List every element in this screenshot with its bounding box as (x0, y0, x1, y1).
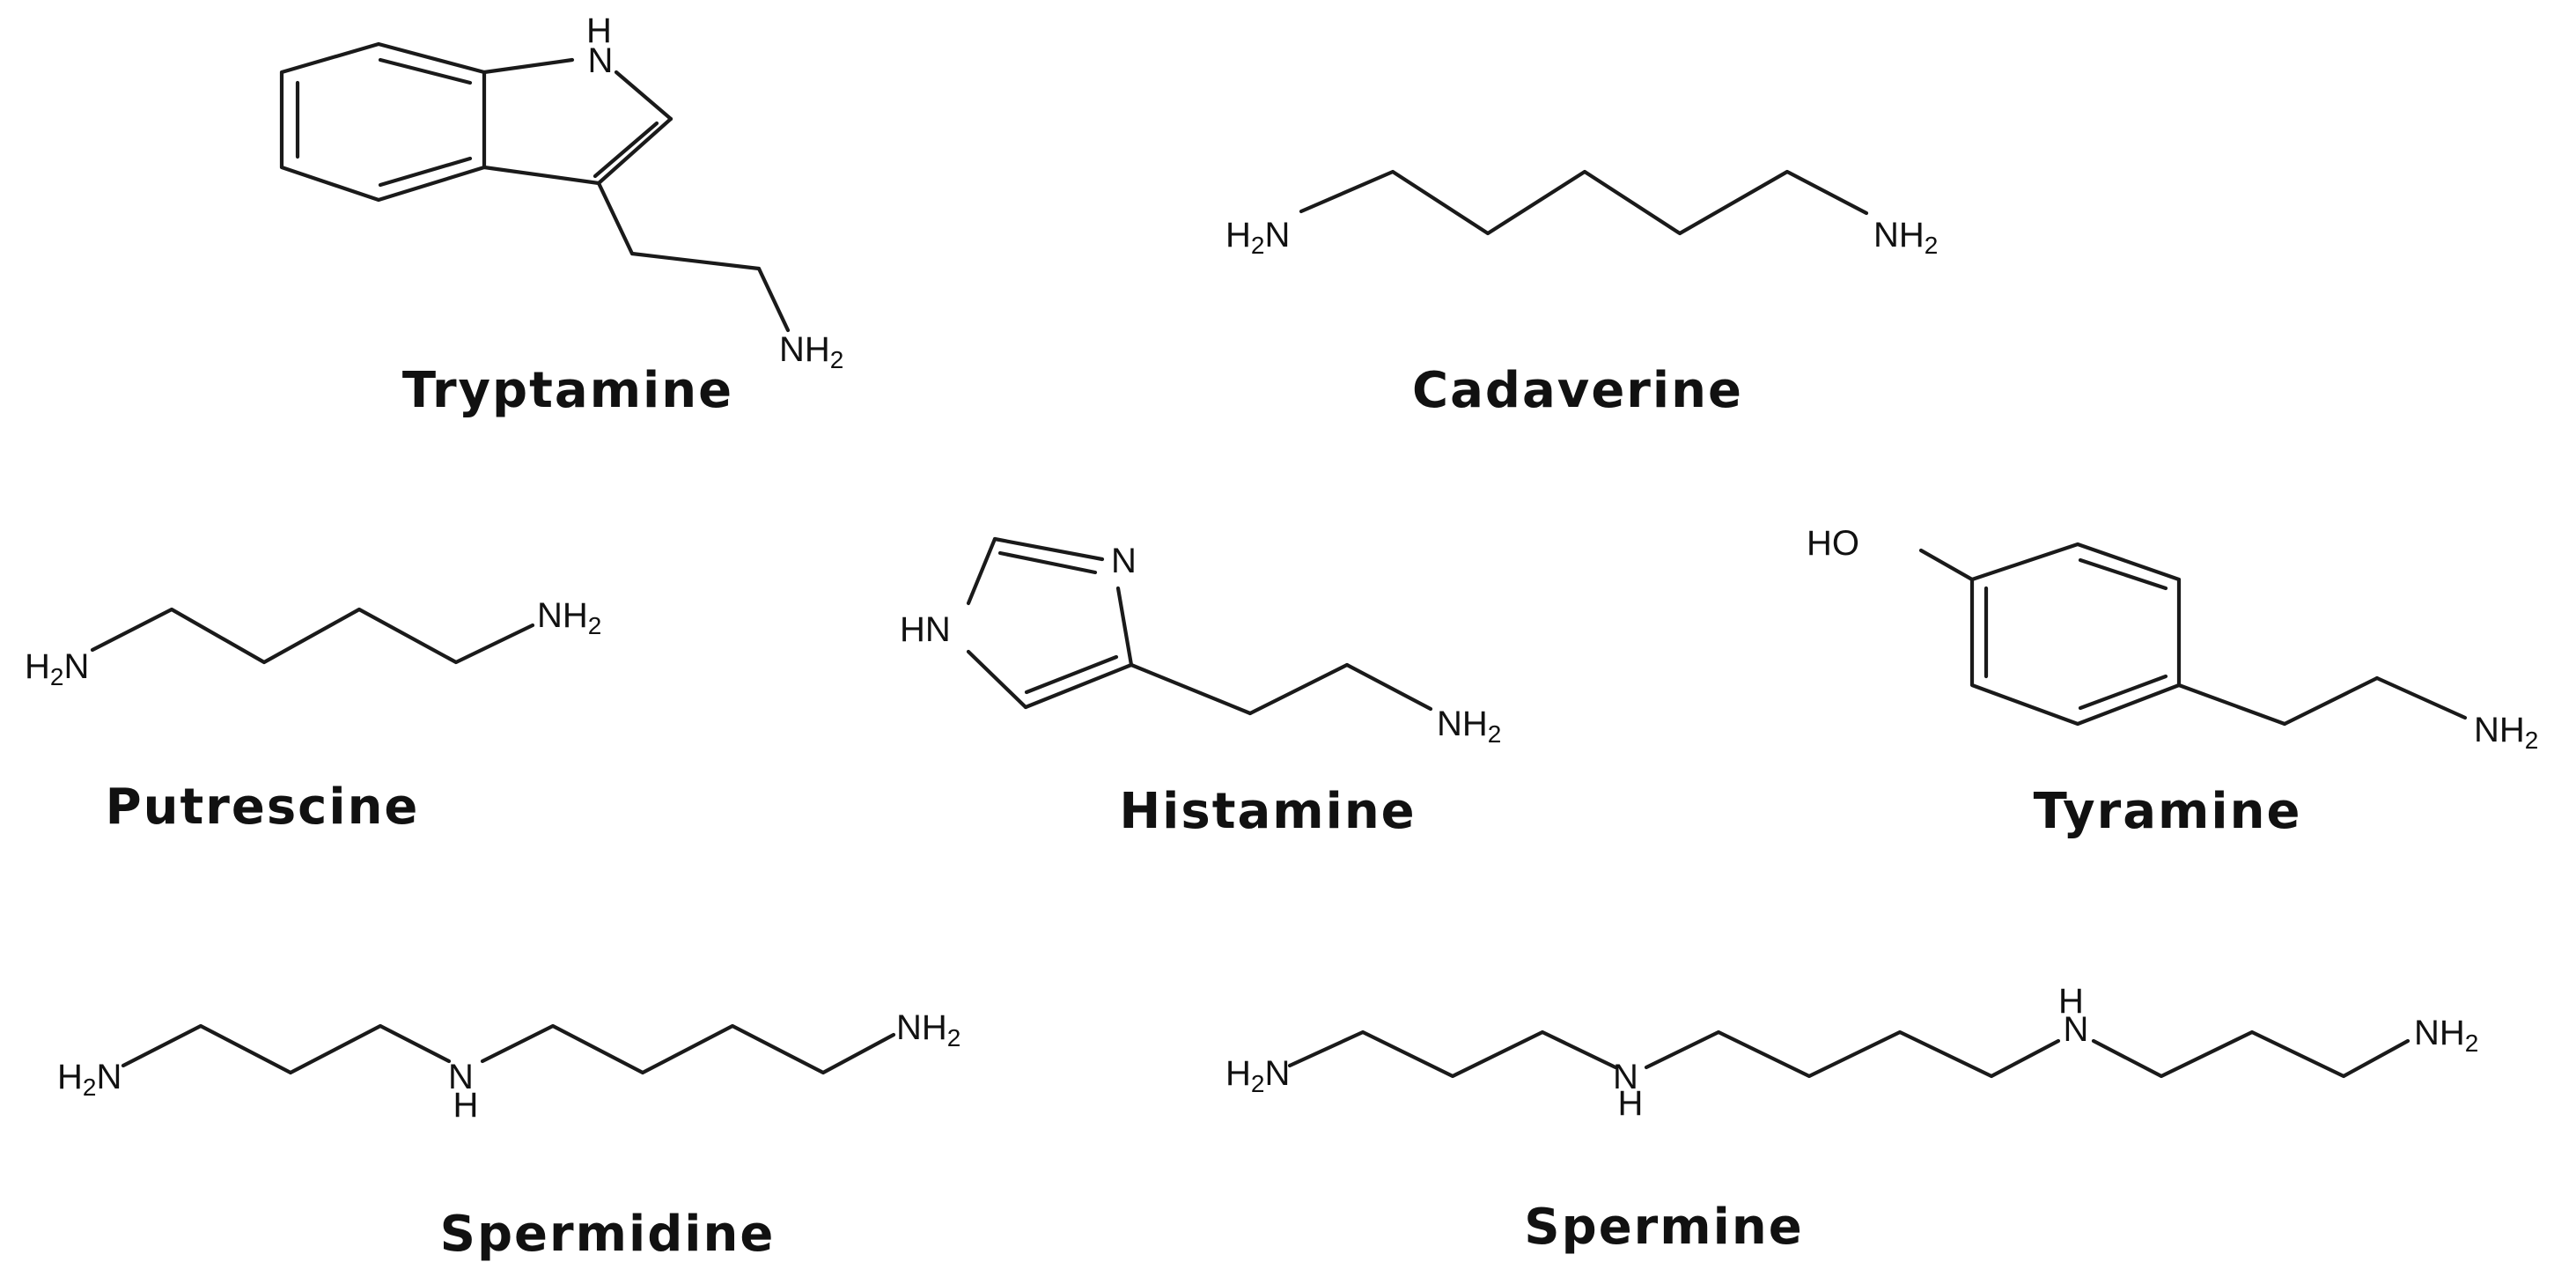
tyramine-benzene-double-2 (2078, 674, 2168, 711)
tryptamine-atom-nh: H N (586, 11, 622, 80)
spermine-atom-nh-2: H N (2058, 982, 2094, 1049)
tryptamine-bond-c2-c3 (596, 116, 673, 186)
tryptamine-chain-2 (629, 251, 762, 271)
histamine-name: Histamine (1119, 783, 1416, 840)
tyramine-benzene-double-1 (2078, 557, 2168, 591)
histamine-bond-c2-n3 (992, 536, 1105, 562)
spermidine-atom-h2n: H2N (57, 1058, 121, 1101)
spermidine-chain-right (480, 1023, 896, 1075)
cadaverine-atom-h2n: H2N (1225, 216, 1290, 259)
tyramine-benzene-ring (1969, 542, 2182, 727)
tryptamine-bonds (279, 41, 791, 333)
spermine-atom-nh-1: N H (1613, 1058, 1648, 1123)
putrescine-name: Putrescine (106, 779, 420, 836)
histamine-bond-n1-c2 (966, 536, 997, 606)
tyramine-chain-1 (2176, 683, 2287, 727)
tyramine-chain-3 (2374, 675, 2468, 720)
histamine-chain-1 (1129, 662, 1253, 716)
tryptamine-name: Tryptamine (402, 362, 733, 419)
tryptamine-bond-n1-c2 (614, 70, 673, 122)
histamine-bond-c5-n1 (966, 649, 1028, 710)
tyramine-chain-2 (2282, 675, 2380, 727)
tryptamine-benzene-double-1 (378, 57, 473, 85)
histamine-double-c2-n3 (997, 550, 1098, 575)
tryptamine-benzene-double-2 (378, 156, 473, 188)
histamine-chain-3 (1344, 662, 1433, 712)
spermidine-name: Spermidine (440, 1206, 776, 1263)
histamine-atom-n: N (1111, 542, 1137, 580)
molecule-histamine: N HN NH2 Histamine (900, 536, 1501, 840)
histamine-chain-2 (1248, 662, 1350, 716)
molecule-putrescine: H2N NH2 Putrescine (25, 596, 601, 836)
molecule-spermine: H2N N H H N NH2 Spermine (1225, 982, 2478, 1256)
tryptamine-bond-c3-c3a (482, 165, 601, 186)
molecule-tyramine: HO NH2 Tyramine (1807, 524, 2538, 840)
molecule-spermidine: H2N N H NH2 Spermidine (57, 1008, 960, 1263)
tyramine-name: Tyramine (2034, 783, 2302, 840)
spermine-chain-left (1287, 1029, 1618, 1079)
tryptamine-atom-nh2: NH2 (779, 330, 843, 373)
cadaverine-chain (1299, 169, 1869, 236)
tyramine-atom-nh2: NH2 (2474, 711, 2538, 754)
histamine-bonds (966, 536, 1433, 716)
tyramine-bonds (1918, 542, 2468, 727)
histamine-atom-nh2: NH2 (1437, 705, 1501, 748)
spermidine-chain-left (121, 1023, 452, 1075)
tryptamine-benzene-ring (279, 41, 487, 203)
spermine-atom-nh2: NH2 (2414, 1014, 2478, 1057)
cadaverine-atom-nh2: NH2 (1873, 216, 1938, 259)
histamine-atom-hn: HN (900, 610, 951, 649)
tryptamine-bond-c7a-n1 (482, 57, 575, 75)
putrescine-atom-h2n: H2N (25, 647, 89, 690)
spermine-chain-right (2091, 1029, 2410, 1079)
histamine-bond-c4-c5 (1023, 662, 1134, 710)
tyramine-atom-ho: HO (1807, 524, 1859, 563)
tryptamine-double-c2-c3 (592, 121, 659, 179)
tryptamine-chain-3 (756, 266, 791, 333)
tryptamine-chain-1 (596, 181, 635, 256)
spermidine-atom-nh: N H (448, 1058, 483, 1125)
molecule-cadaverine: H2N NH2 Cadaverine (1225, 169, 1938, 419)
spermine-atom-h2n: H2N (1225, 1054, 1290, 1097)
tyramine-bond-oh (1918, 548, 1975, 582)
histamine-bond-n3-c4 (1115, 586, 1134, 668)
spermine-chain-middle (1644, 1029, 2061, 1079)
histamine-double-c4-c5 (1024, 654, 1119, 695)
spermine-name: Spermine (1524, 1199, 1803, 1256)
molecule-tryptamine: H N NH2 Tryptamine (279, 11, 843, 419)
cadaverine-name: Cadaverine (1412, 362, 1743, 419)
spermidine-atom-nh2: NH2 (896, 1008, 960, 1052)
putrescine-chain (90, 607, 535, 665)
putrescine-atom-nh2: NH2 (537, 596, 601, 639)
